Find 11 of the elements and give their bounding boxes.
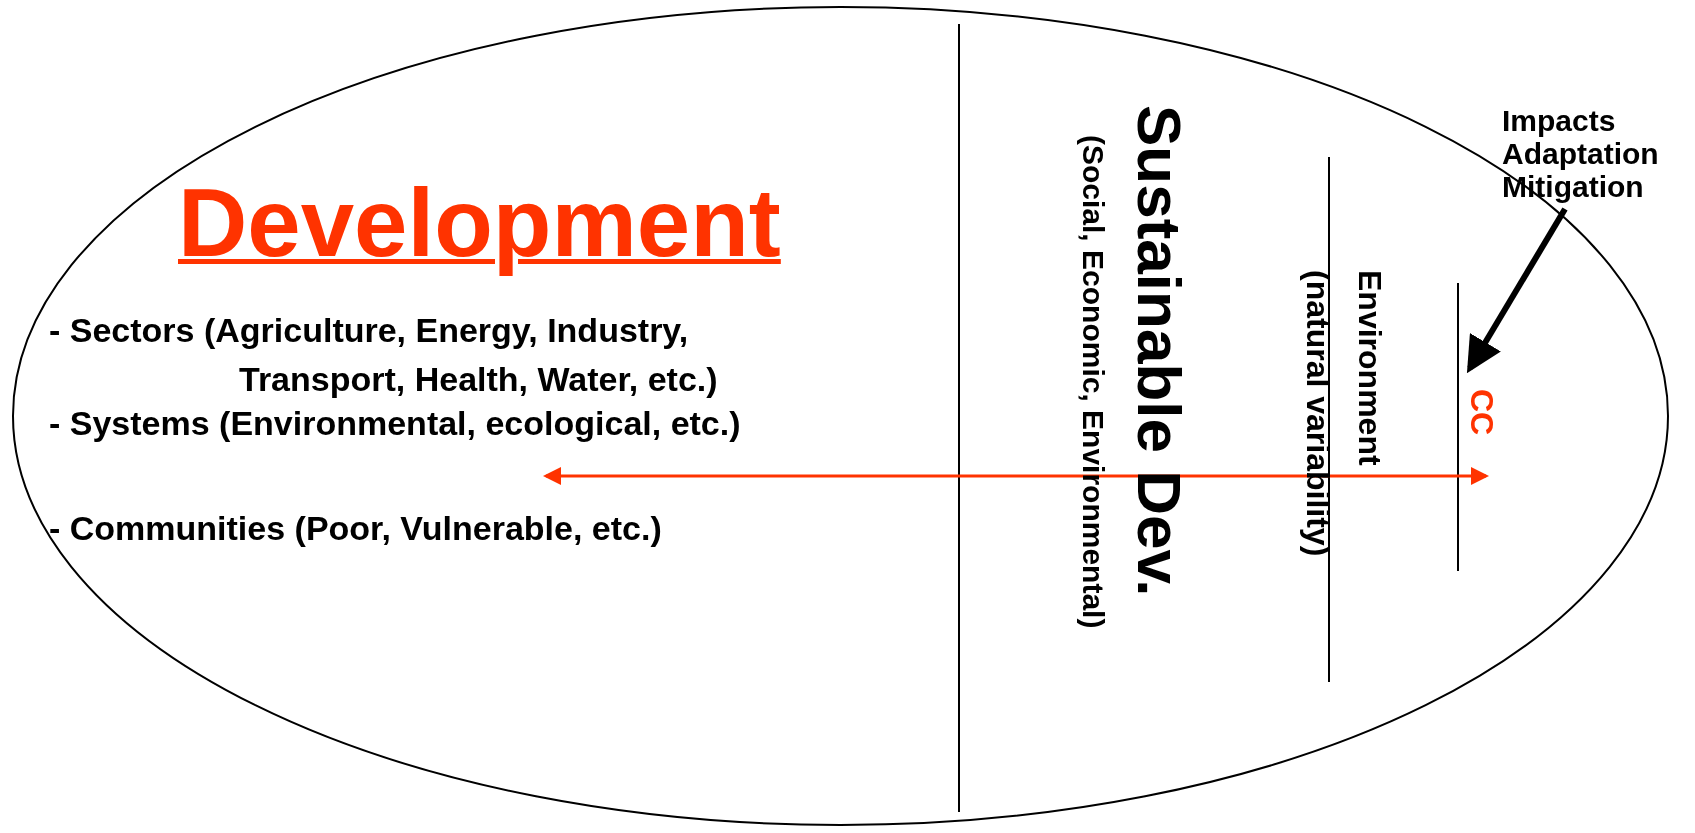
list-item: - Systems (Environmental, ecological, etc.) [49, 405, 741, 443]
band-subtitle: (Social, Economic, Environmental) [1077, 135, 1110, 629]
list-item: - Communities (Poor, Vulnerable, etc.) [49, 510, 662, 548]
band-title: Sustainable Dev. [1125, 105, 1194, 597]
double-arrow [543, 467, 1489, 485]
cc-label: CC [1464, 389, 1500, 436]
arrow [1466, 207, 1568, 374]
band-subtitle: (natural variability) [1300, 270, 1336, 557]
heading: Development [178, 170, 781, 276]
band-title: Environment [1352, 270, 1388, 466]
list-item: - Sectors (Agriculture, Energy, Industry, Transport, Health, Water, etc.) [49, 310, 719, 401]
